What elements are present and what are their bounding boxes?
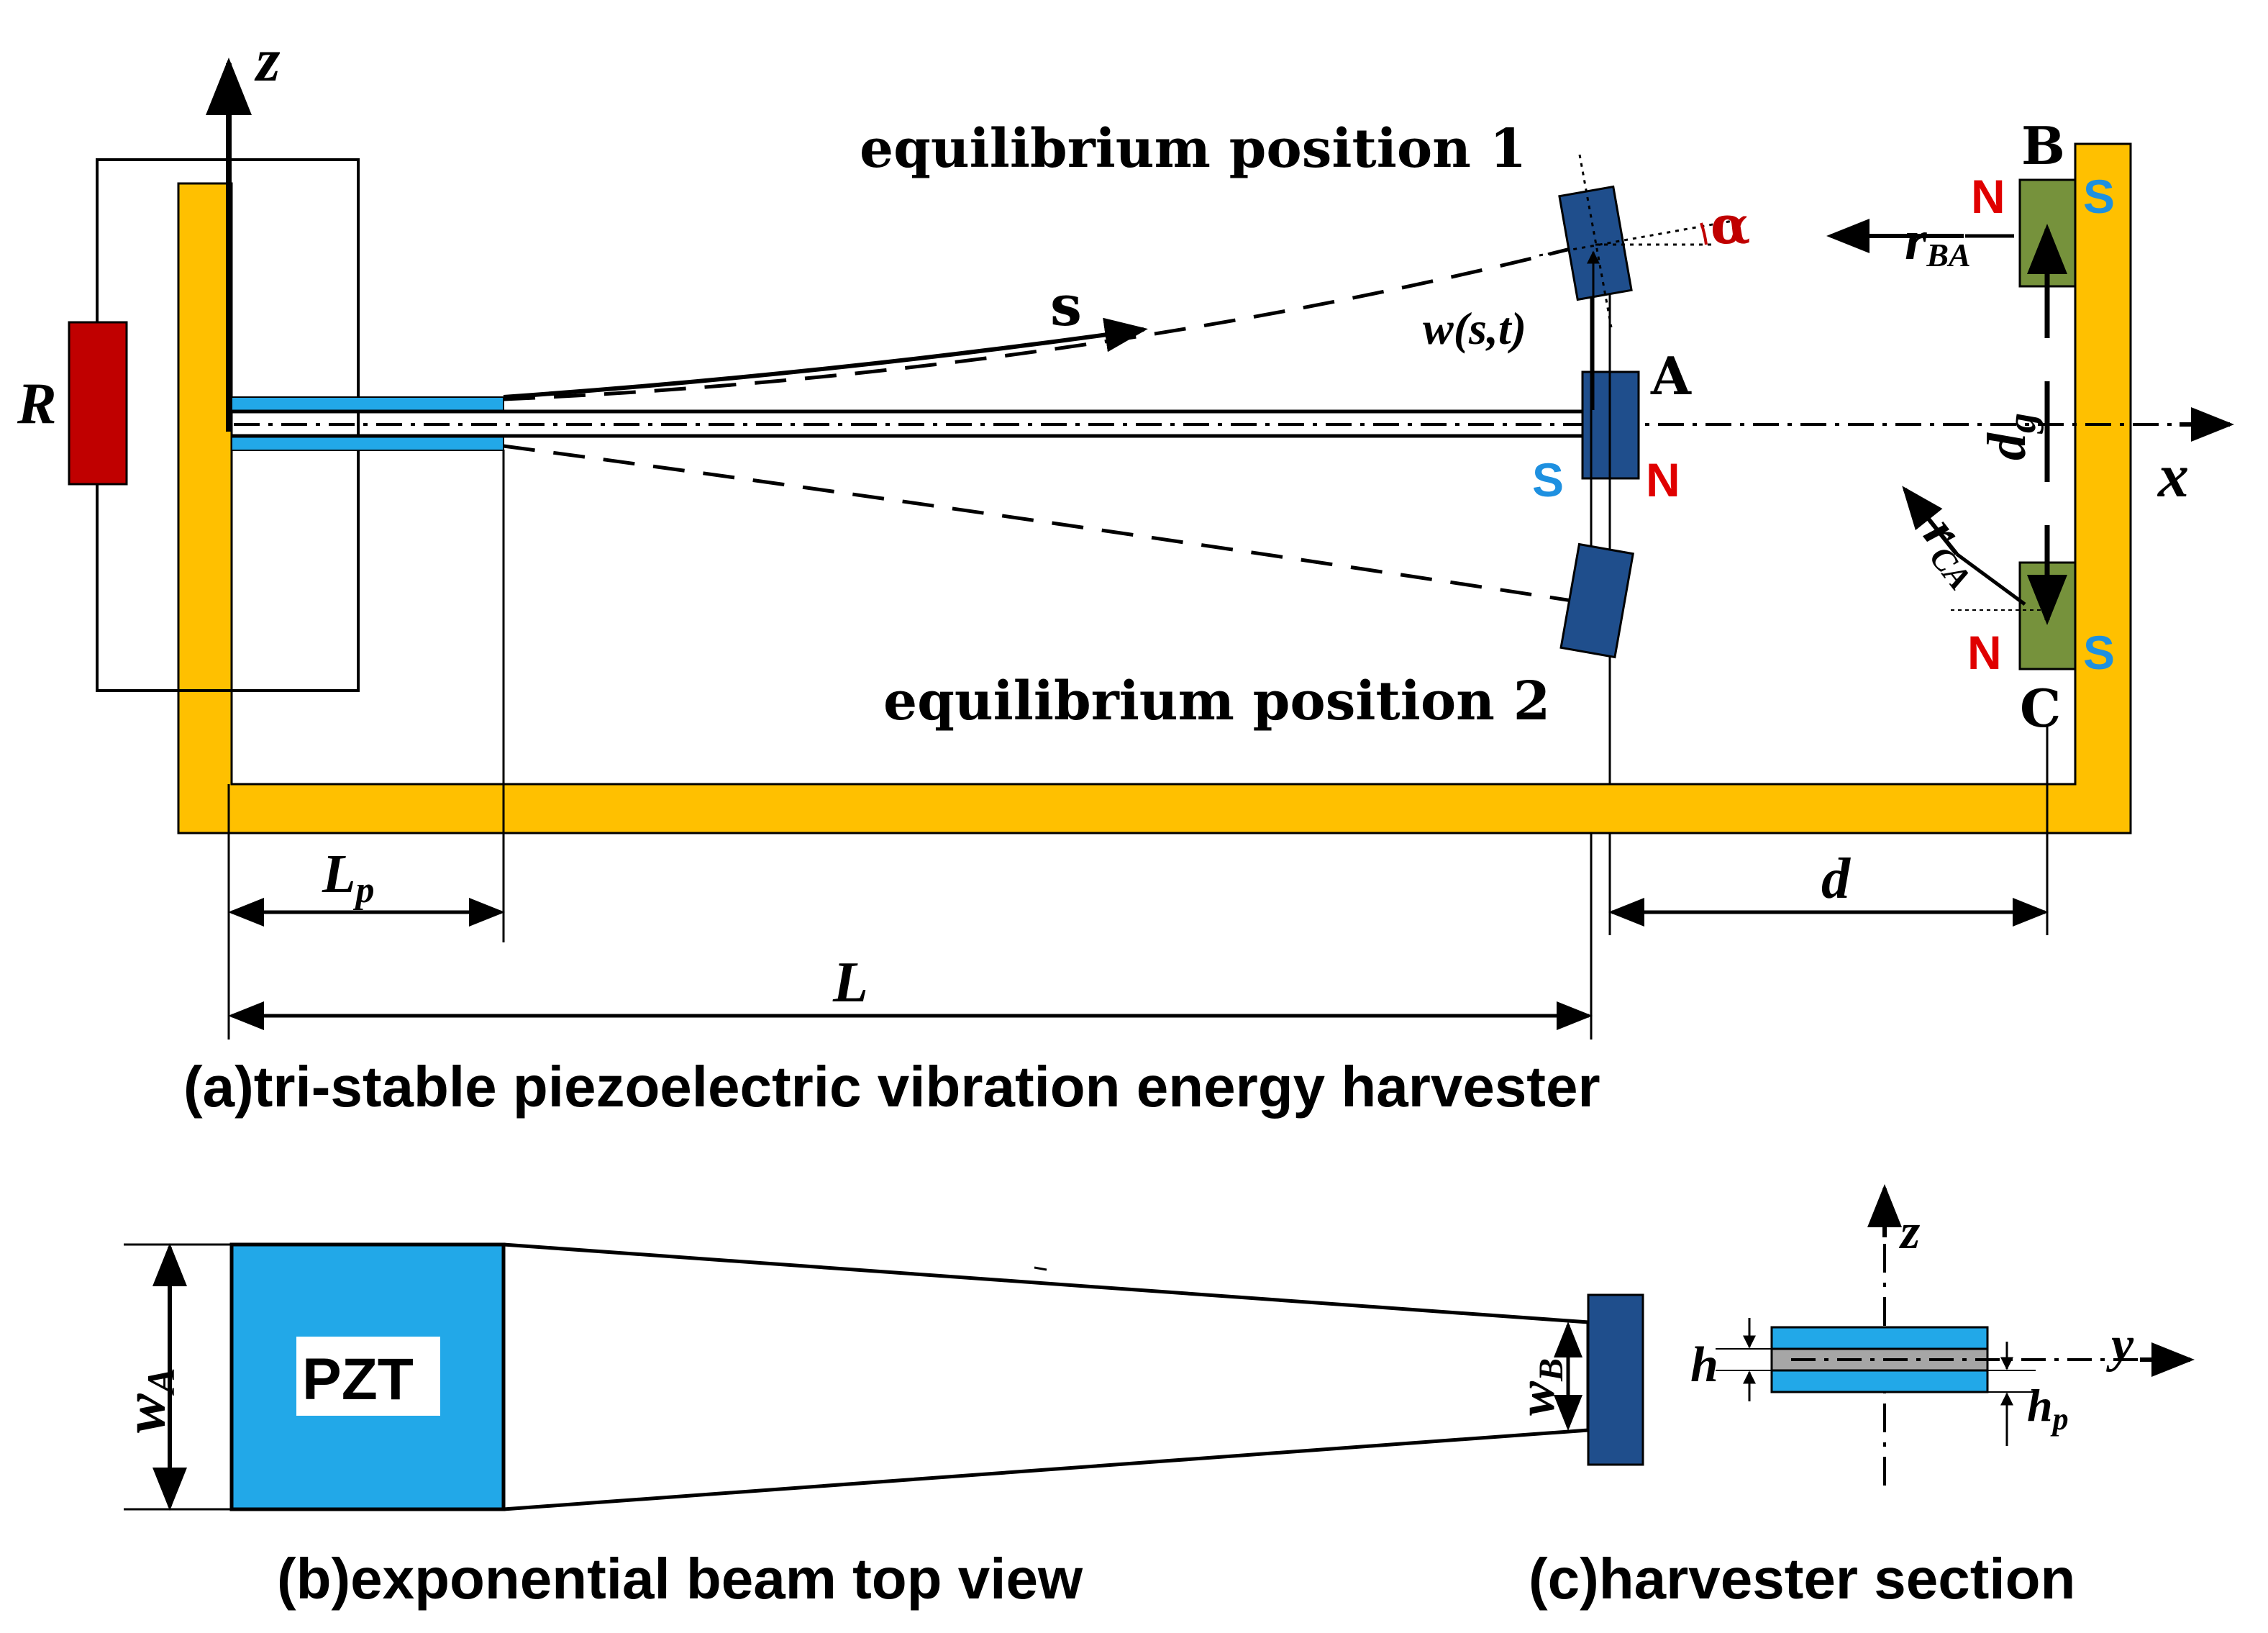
section-y-label: y bbox=[2106, 1317, 2134, 1373]
dim-d-label: d bbox=[1821, 847, 1851, 911]
exponential-beam-outline bbox=[503, 1242, 1590, 1511]
equilibrium-1-normal bbox=[1578, 154, 1613, 328]
caption-a: (a)tri-stable piezoelectric vibration en… bbox=[183, 1055, 1600, 1119]
dim-lp-sub: p bbox=[352, 870, 374, 911]
magnet-b-pole-s: S bbox=[2083, 170, 2115, 223]
beam-tick-mark bbox=[1034, 1266, 1047, 1271]
width-a-main: w bbox=[111, 1393, 177, 1433]
s-coordinate-label: s bbox=[1050, 273, 1082, 339]
equilibrium-position-2-label: equilibrium position 2 bbox=[883, 670, 1550, 732]
alpha-label: α bbox=[1711, 194, 1750, 255]
dim-lp-label: Lp bbox=[322, 844, 374, 911]
width-a-sub: A bbox=[140, 1368, 183, 1396]
section-hp-sub: p bbox=[2050, 1401, 2069, 1437]
force-vector-r-ba-main: r bbox=[1905, 209, 1927, 271]
section-z-label: z bbox=[1899, 1204, 1920, 1260]
deflected-shape-lower bbox=[503, 444, 1577, 604]
piezo-layer-bottom bbox=[231, 435, 504, 451]
dim-l-label: L bbox=[832, 951, 868, 1014]
magnet-a-pole-n: N bbox=[1646, 453, 1680, 506]
equilibrium-position-1-label: equilibrium position 1 bbox=[860, 118, 1526, 180]
deflected-shape-upper bbox=[503, 241, 1594, 401]
section-hp-label: hp bbox=[2027, 1380, 2069, 1437]
svg-text:dg: dg bbox=[1977, 413, 2044, 460]
section-piezo-bottom bbox=[1770, 1369, 1989, 1393]
pzt-label: PZT bbox=[302, 1347, 414, 1412]
tip-magnet-equilibrium-2 bbox=[1559, 542, 1635, 659]
section-piezo-top bbox=[1770, 1326, 1989, 1350]
force-vector-r-ca bbox=[1902, 486, 1959, 555]
caption-b: (b)exponential beam top view bbox=[277, 1547, 1083, 1611]
dim-lp-main: L bbox=[322, 844, 355, 904]
width-b-main: w bbox=[1508, 1380, 1565, 1416]
svg-text:wA: wA bbox=[111, 1368, 183, 1433]
width-a-label: wA bbox=[111, 1368, 183, 1433]
panel-a: R z x s equilibrium position 1 equilibri… bbox=[17, 25, 2234, 1119]
x-axis-label: x bbox=[2157, 441, 2189, 510]
panel-b: wA PZT wB (b)exponential beam top view bbox=[111, 1242, 1644, 1611]
z-axis-label: z bbox=[254, 25, 281, 94]
force-vector-r-ca-tail bbox=[1955, 552, 2026, 606]
magnet-c-label: C bbox=[2020, 678, 2061, 739]
circuit-wire bbox=[96, 158, 360, 692]
resistor-label: R bbox=[17, 370, 57, 436]
width-b-sub: B bbox=[1532, 1358, 1570, 1382]
panel-c: z y h hp (c)harvester section bbox=[1529, 1184, 2195, 1611]
tip-magnet-top-view bbox=[1587, 1293, 1644, 1466]
magnet-spacing-label-main: d bbox=[1977, 432, 2037, 460]
caption-c: (c)harvester section bbox=[1529, 1547, 2075, 1611]
piezo-layer-top bbox=[231, 396, 504, 412]
magnet-a-pole-s: S bbox=[1532, 453, 1564, 506]
force-vector-r-ca-label: rCA bbox=[1910, 506, 2000, 596]
magnet-b-pole-n: N bbox=[1971, 170, 2005, 223]
force-vector-r-ba-sub: BA bbox=[1926, 237, 1970, 273]
svg-text:rCA: rCA bbox=[1910, 506, 2000, 596]
magnet-a-label: A bbox=[1650, 345, 1692, 406]
svg-text:wB: wB bbox=[1508, 1358, 1570, 1416]
magnet-spacing-label: dg bbox=[1977, 413, 2044, 460]
resistor bbox=[68, 321, 128, 486]
section-hp-main: h bbox=[2027, 1380, 2053, 1431]
alpha-arc bbox=[1700, 222, 1708, 245]
pzt-label-box bbox=[296, 1337, 440, 1416]
section-h-label: h bbox=[1690, 1337, 1718, 1393]
magnet-c-pole-n: N bbox=[1967, 626, 2002, 679]
s-coordinate-arrow bbox=[503, 317, 1148, 399]
magnet-c-pole-s: S bbox=[2083, 626, 2115, 679]
width-b-label: wB bbox=[1508, 1358, 1570, 1416]
magnet-b-label: B bbox=[2021, 115, 2065, 176]
force-vector-r-ba-label: rBA bbox=[1905, 209, 1971, 273]
magnet-spacing-label-sub: g bbox=[2000, 413, 2044, 435]
deflection-label: w(s,t) bbox=[1423, 303, 1526, 354]
